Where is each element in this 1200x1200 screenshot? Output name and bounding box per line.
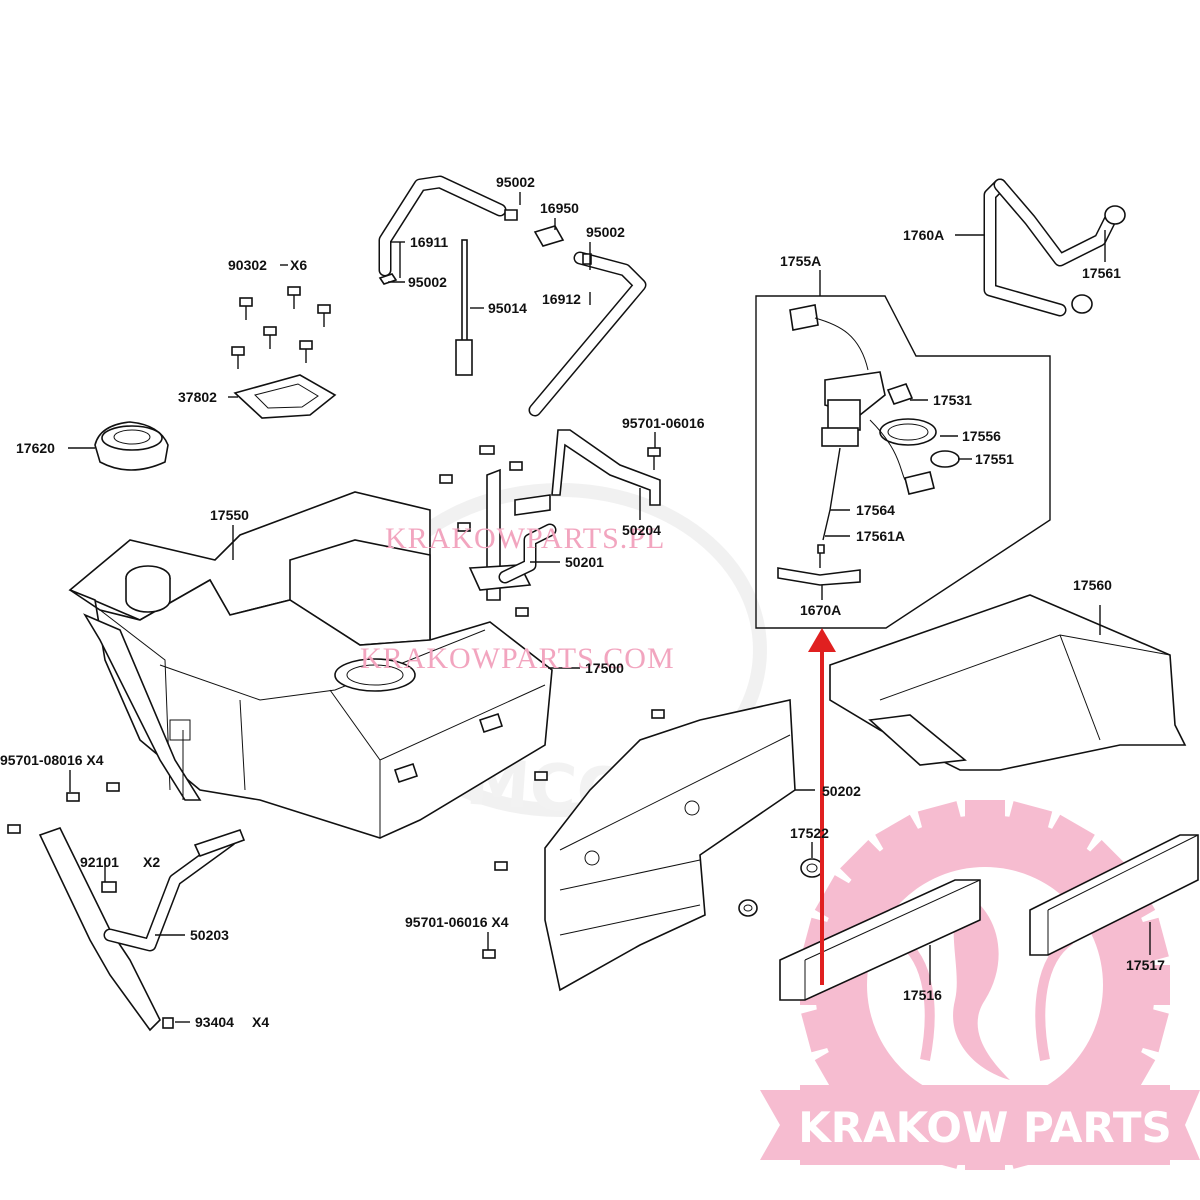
label-17550: 17550 bbox=[210, 507, 249, 523]
label-16912: 16912 bbox=[542, 291, 581, 307]
part-labels: 90302 X6 37802 17620 17550 16911 95002 9… bbox=[0, 174, 1165, 1030]
watermark-com: KRAKOWPARTS.COM bbox=[360, 642, 675, 675]
pump-gasket bbox=[233, 374, 337, 419]
bracket-50201 bbox=[468, 468, 557, 601]
label-95701-06016-b: 95701-06016 X4 bbox=[405, 914, 509, 930]
bracket-50203 bbox=[38, 827, 246, 1032]
heat-shield bbox=[544, 699, 796, 992]
label-90302: 90302 bbox=[228, 257, 267, 273]
watermark-pl: KRAKOWPARTS.PL bbox=[385, 522, 665, 555]
label-50201: 50201 bbox=[565, 554, 604, 570]
label-17561: 17561 bbox=[1082, 265, 1121, 281]
vent-hoses bbox=[378, 175, 647, 417]
label-17531: 17531 bbox=[933, 392, 972, 408]
red-arrow bbox=[808, 628, 836, 985]
label-93404-qty: X4 bbox=[252, 1014, 269, 1030]
label-50202: 50202 bbox=[822, 783, 861, 799]
screws bbox=[7, 445, 665, 1029]
leader-lines bbox=[68, 192, 1151, 1023]
cable-tie bbox=[455, 239, 473, 376]
label-95002-b: 95002 bbox=[496, 174, 535, 190]
label-95014: 95014 bbox=[488, 300, 527, 316]
label-95701-06016-a: 95701-06016 bbox=[622, 415, 705, 431]
label-17551: 17551 bbox=[975, 451, 1014, 467]
label-92101: 92101 bbox=[80, 854, 119, 870]
krakow-parts-badge-text: KRAKOW PARTS bbox=[798, 1103, 1172, 1152]
label-17556: 17556 bbox=[962, 428, 1001, 444]
label-17516: 17516 bbox=[903, 987, 942, 1003]
label-16911: 16911 bbox=[410, 234, 448, 250]
label-17561a: 17561A bbox=[856, 528, 905, 544]
label-92101-qty: X2 bbox=[143, 854, 160, 870]
foam-pads bbox=[779, 834, 1199, 1001]
label-17522: 17522 bbox=[790, 825, 829, 841]
label-95701-08016: 95701-08016 X4 bbox=[0, 752, 104, 768]
label-50204: 50204 bbox=[622, 522, 661, 538]
tank-cover bbox=[829, 594, 1187, 771]
label-16950: 16950 bbox=[540, 200, 579, 216]
label-17620: 17620 bbox=[16, 440, 55, 456]
fuel-pump-assembly bbox=[755, 295, 1051, 629]
bracket-50204 bbox=[551, 429, 661, 506]
label-37802: 37802 bbox=[178, 389, 217, 405]
label-50203: 50203 bbox=[190, 927, 229, 943]
label-1755a: 1755A bbox=[780, 253, 821, 269]
label-17564: 17564 bbox=[856, 502, 895, 518]
label-17560: 17560 bbox=[1073, 577, 1112, 593]
label-17500: 17500 bbox=[585, 660, 624, 676]
vent-hose-1760a bbox=[983, 178, 1126, 317]
fuel-cap bbox=[94, 421, 169, 471]
label-1760a: 1760A bbox=[903, 227, 944, 243]
label-95002-c: 95002 bbox=[586, 224, 625, 240]
label-90302-qty: X6 bbox=[290, 257, 307, 273]
label-17517: 17517 bbox=[1126, 957, 1165, 973]
label-95002-a: 95002 bbox=[408, 274, 447, 290]
bolts-90302 bbox=[231, 286, 331, 369]
label-1670a: 1670A bbox=[800, 602, 841, 618]
grommets bbox=[738, 858, 824, 917]
fuel-tank bbox=[68, 491, 553, 839]
label-93404: 93404 bbox=[195, 1014, 234, 1030]
